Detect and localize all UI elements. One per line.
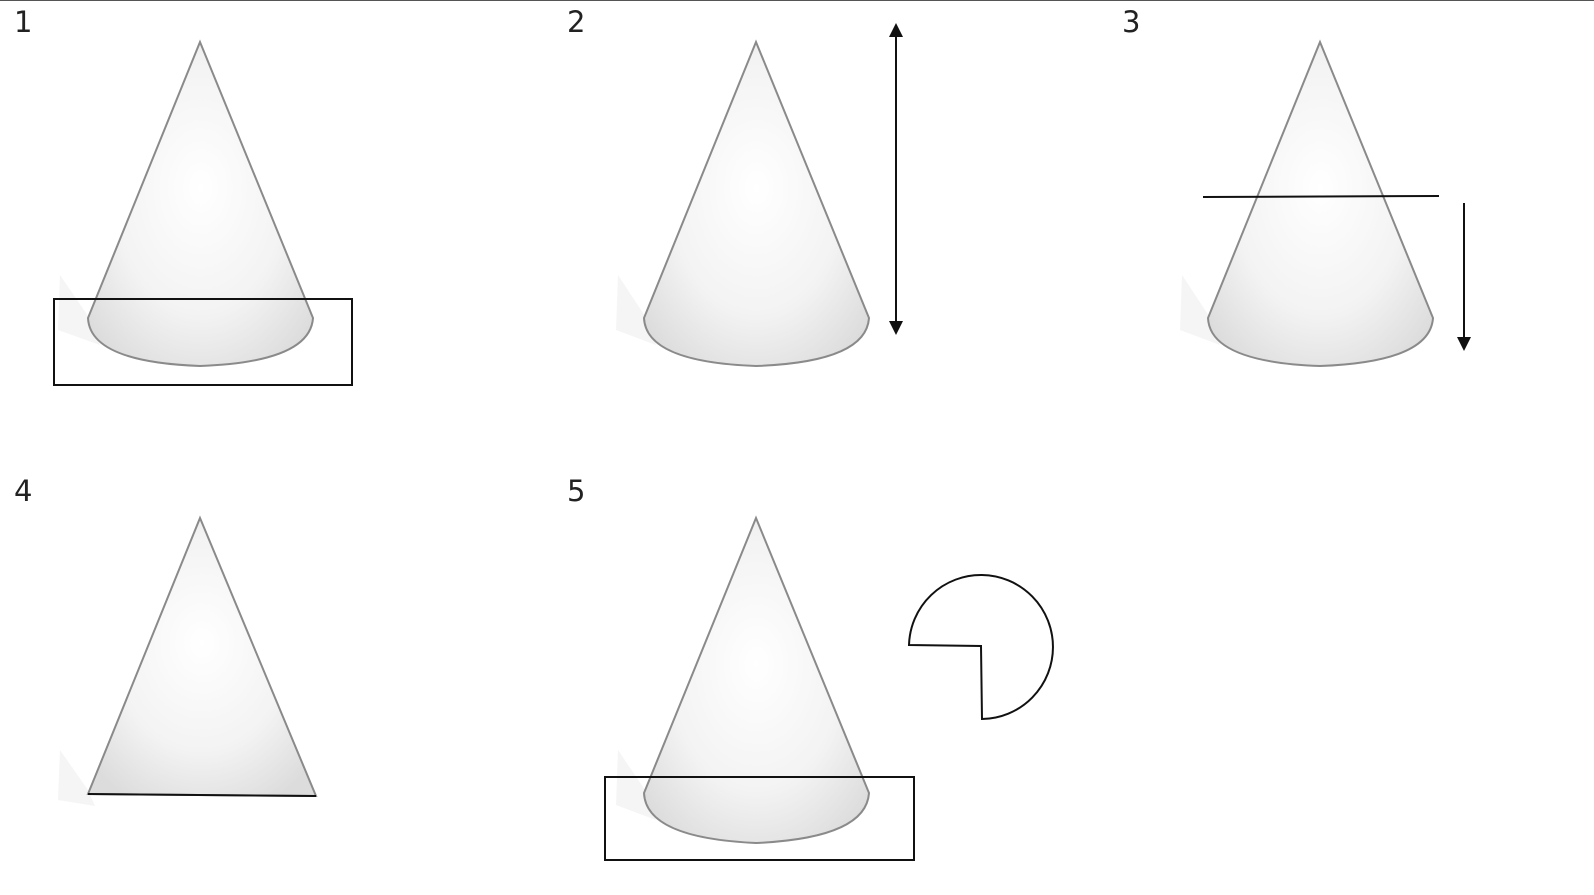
panel-number-3: 3 <box>1122 5 1141 39</box>
panel-1 <box>53 39 353 386</box>
panel-number-5: 5 <box>567 474 586 508</box>
triangle-4-body <box>86 515 318 798</box>
panel-number-2: 2 <box>567 5 586 39</box>
panel-4 <box>58 515 318 806</box>
cone-4-shadow <box>58 750 95 806</box>
cone-2-body <box>642 39 871 368</box>
panel-5 <box>604 515 1054 861</box>
panel-3 <box>1180 39 1471 368</box>
base-highlight-box-1 <box>53 298 353 386</box>
top-rule <box>0 0 1594 1</box>
cone-1-body <box>86 39 315 368</box>
panel-number-4: 4 <box>14 474 33 508</box>
panel-number-1: 1 <box>14 5 33 39</box>
horizontal-cut-line <box>1202 195 1440 198</box>
triangle-4-base <box>87 793 317 797</box>
cone-3-body <box>1206 39 1435 368</box>
panel-2 <box>616 23 903 368</box>
sector-shape <box>907 574 1054 721</box>
base-highlight-box-5 <box>604 776 915 861</box>
cone-5-body <box>642 515 871 845</box>
